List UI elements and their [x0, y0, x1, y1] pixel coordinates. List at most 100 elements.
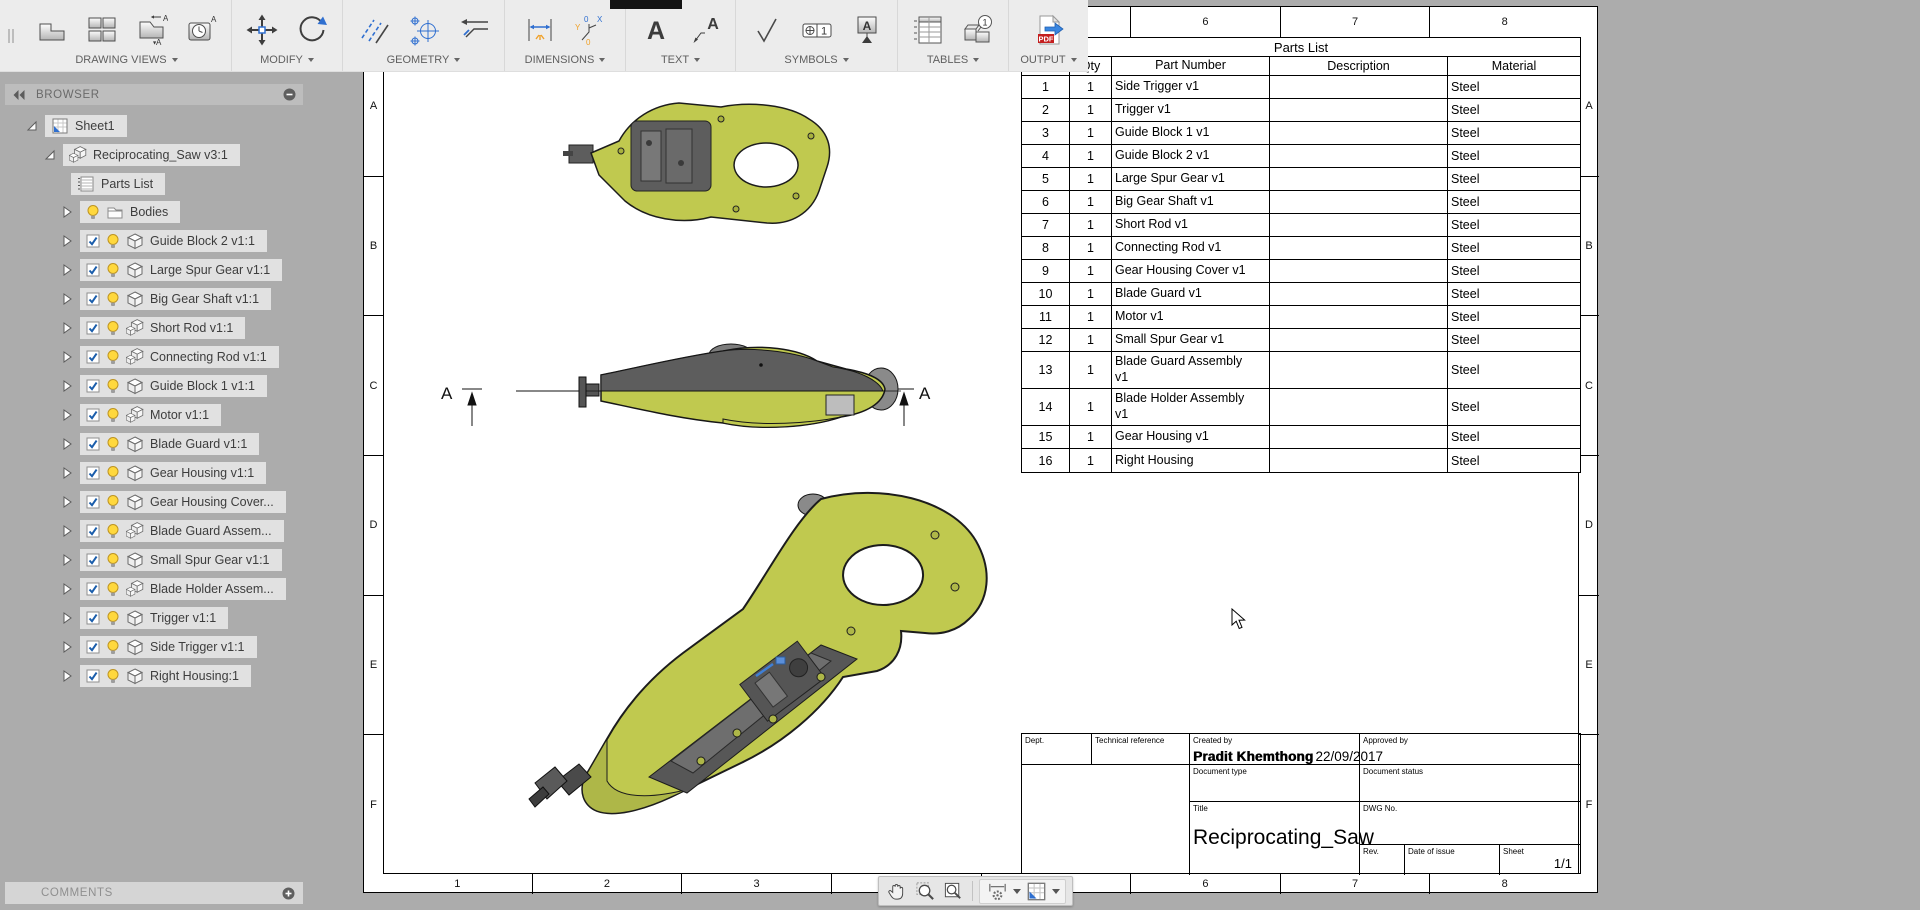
- expand-arrow-icon[interactable]: [60, 321, 74, 335]
- chevron-down-icon[interactable]: [1052, 889, 1060, 894]
- expand-arrow-icon[interactable]: [60, 292, 74, 306]
- browser-component-row[interactable]: Small Spur Gear v1:1: [60, 549, 282, 571]
- visibility-checkbox[interactable]: [86, 524, 100, 538]
- browser-node-bodies[interactable]: Bodies: [60, 201, 180, 223]
- expand-arrow-icon[interactable]: [60, 582, 74, 596]
- browser-component-row[interactable]: Guide Block 2 v1:1: [60, 230, 267, 252]
- visibility-checkbox[interactable]: [86, 495, 100, 509]
- browser-node-sheet1[interactable]: Sheet1: [25, 115, 127, 137]
- parts-list-row[interactable]: 61Big Gear Shaft v1Steel: [1022, 191, 1580, 214]
- expand-arrow-icon[interactable]: [60, 669, 74, 683]
- pan-icon[interactable]: [885, 879, 910, 904]
- drawing-view-isometric[interactable]: [521, 481, 1011, 826]
- title-block[interactable]: Dept. Technical reference Created by Pra…: [1021, 733, 1581, 874]
- add-comment-icon[interactable]: [282, 887, 295, 900]
- modify-menu[interactable]: MODIFY: [260, 54, 314, 66]
- detail-view-icon[interactable]: A: [185, 13, 219, 47]
- text-icon[interactable]: A: [639, 13, 673, 47]
- parts-list-row[interactable]: 91Gear Housing Cover v1Steel: [1022, 260, 1580, 283]
- browser-component-row[interactable]: Blade Guard Assem...: [60, 520, 284, 542]
- surface-texture-icon[interactable]: [750, 13, 784, 47]
- zoom-icon[interactable]: [913, 879, 938, 904]
- bulb-icon[interactable]: [106, 523, 120, 539]
- drawing-view-side[interactable]: [561, 91, 861, 241]
- visibility-checkbox[interactable]: [86, 350, 100, 364]
- section-view-icon[interactable]: AA: [135, 13, 169, 47]
- browser-node-assembly[interactable]: Reciprocating_Saw v3:1: [43, 144, 240, 166]
- visibility-checkbox[interactable]: [86, 292, 100, 306]
- bulb-icon[interactable]: [106, 639, 120, 655]
- browser-component-row[interactable]: Short Rod v1:1: [60, 317, 245, 339]
- parts-list-row[interactable]: 151Gear Housing v1Steel: [1022, 426, 1580, 449]
- bulb-icon[interactable]: [106, 349, 120, 365]
- parts-list-row[interactable]: 41Guide Block 2 v1Steel: [1022, 145, 1580, 168]
- tables-menu[interactable]: TABLES: [927, 54, 979, 66]
- table-icon[interactable]: [911, 13, 945, 47]
- expand-arrow-icon[interactable]: [60, 379, 74, 393]
- collapse-arrow-icon[interactable]: [43, 148, 57, 162]
- drawing-views-menu[interactable]: DRAWING VIEWS: [75, 54, 177, 66]
- geometry-menu[interactable]: GEOMETRY: [387, 54, 461, 66]
- visibility-checkbox[interactable]: [86, 611, 100, 625]
- bulb-icon[interactable]: [106, 436, 120, 452]
- datum-identifier-icon[interactable]: 1: [800, 13, 834, 47]
- expand-arrow-icon[interactable]: [60, 205, 74, 219]
- browser-component-row[interactable]: Blade Guard v1:1: [60, 433, 259, 455]
- drawing-view-section[interactable]: A A: [431, 331, 991, 461]
- collapse-arrow-icon[interactable]: [25, 119, 39, 133]
- parts-list-row[interactable]: 81Connecting Rod v1Steel: [1022, 237, 1580, 260]
- feature-frame-icon[interactable]: A: [850, 13, 884, 47]
- parts-list-row[interactable]: 131Blade Guard Assembly v1Steel: [1022, 352, 1580, 389]
- bulb-icon[interactable]: [106, 581, 120, 597]
- bulb-icon[interactable]: [86, 204, 100, 220]
- comments-bar[interactable]: COMMENTS: [5, 882, 303, 904]
- parts-list-row[interactable]: 121Small Spur Gear v1Steel: [1022, 329, 1580, 352]
- expand-arrow-icon[interactable]: [60, 524, 74, 538]
- bulb-icon[interactable]: [106, 291, 120, 307]
- balloon-icon[interactable]: 1: [961, 13, 995, 47]
- visibility-checkbox[interactable]: [86, 321, 100, 335]
- ordinate-dimension-icon[interactable]: Y0X0: [573, 13, 607, 47]
- bulb-icon[interactable]: [106, 465, 120, 481]
- expand-arrow-icon[interactable]: [60, 640, 74, 654]
- expand-arrow-icon[interactable]: [60, 466, 74, 480]
- visibility-checkbox[interactable]: [86, 437, 100, 451]
- browser-component-row[interactable]: Large Spur Gear v1:1: [60, 259, 282, 281]
- bulb-icon[interactable]: [106, 378, 120, 394]
- expand-arrow-icon[interactable]: [60, 495, 74, 509]
- bulb-icon[interactable]: [106, 233, 120, 249]
- visibility-checkbox[interactable]: [86, 640, 100, 654]
- expand-arrow-icon[interactable]: [60, 408, 74, 422]
- browser-component-row[interactable]: Motor v1:1: [60, 404, 221, 426]
- sheet-settings-icon[interactable]: [1024, 879, 1049, 904]
- browser-component-row[interactable]: Right Housing:1: [60, 665, 251, 687]
- chevron-down-icon[interactable]: [1013, 889, 1021, 894]
- visibility-checkbox[interactable]: [86, 379, 100, 393]
- sketch-lines-icon[interactable]: [357, 13, 391, 47]
- collapse-panel-icon[interactable]: [12, 88, 26, 102]
- parts-list-table[interactable]: Parts List ItemQtyPart NumberDescription…: [1021, 37, 1581, 473]
- parts-list-row[interactable]: 161Right HousingSteel: [1022, 449, 1580, 472]
- browser-component-row[interactable]: Gear Housing Cover...: [60, 491, 286, 513]
- leader-text-icon[interactable]: A: [689, 13, 723, 47]
- bulb-icon[interactable]: [106, 494, 120, 510]
- visibility-checkbox[interactable]: [86, 582, 100, 596]
- browser-node-parts-list[interactable]: Parts List: [71, 173, 165, 195]
- visibility-checkbox[interactable]: [86, 553, 100, 567]
- visibility-checkbox[interactable]: [86, 408, 100, 422]
- parts-list-row[interactable]: 51Large Spur Gear v1Steel: [1022, 168, 1580, 191]
- parts-list-row[interactable]: 71Short Rod v1Steel: [1022, 214, 1580, 237]
- dimensions-menu[interactable]: DIMENSIONS: [525, 54, 606, 66]
- edge-extension-icon[interactable]: [457, 13, 491, 47]
- move-icon[interactable]: [245, 13, 279, 47]
- visibility-checkbox[interactable]: [86, 466, 100, 480]
- bulb-icon[interactable]: [106, 610, 120, 626]
- parts-list-row[interactable]: 11Side Trigger v1Steel: [1022, 76, 1580, 99]
- parts-list-row[interactable]: 101Blade Guard v1Steel: [1022, 283, 1580, 306]
- toolbar-grip[interactable]: [0, 0, 22, 71]
- visibility-checkbox[interactable]: [86, 263, 100, 277]
- parts-list-row[interactable]: 21Trigger v1Steel: [1022, 99, 1580, 122]
- expand-arrow-icon[interactable]: [60, 350, 74, 364]
- parts-list-row[interactable]: 141Blade Holder Assembly v1Steel: [1022, 389, 1580, 426]
